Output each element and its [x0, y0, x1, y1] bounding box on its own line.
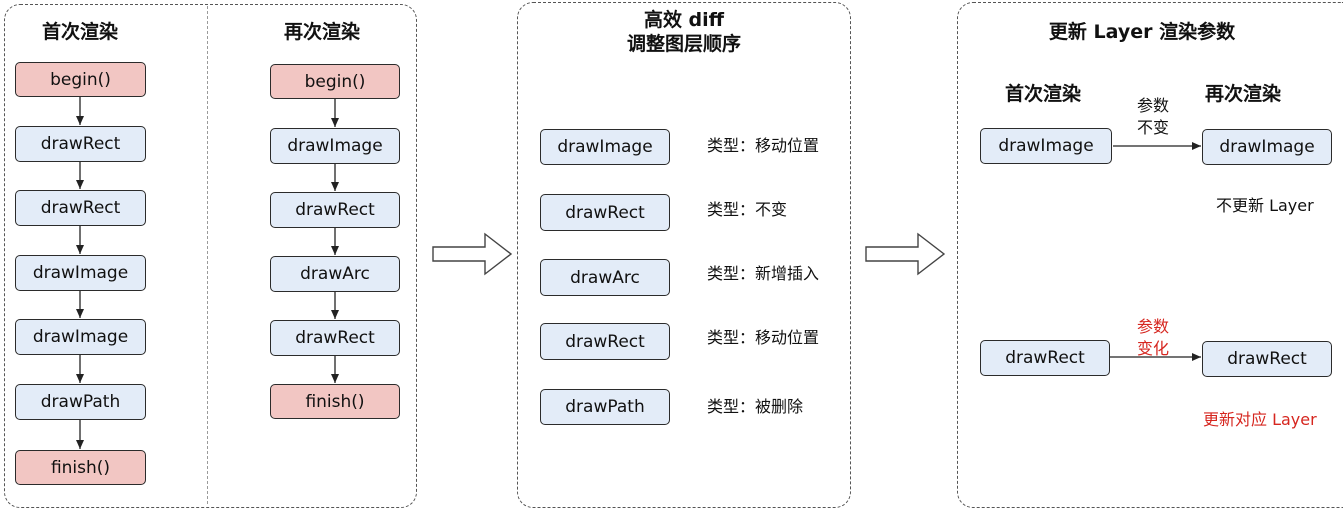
second-step-finish: finish()	[270, 384, 400, 419]
diff-op-draw-rect: drawRect	[540, 194, 670, 231]
hollow-right-arrow-icon	[432, 232, 513, 276]
first-step-draw-rect: drawRect	[15, 126, 146, 162]
case1-param-label: 参数	[1136, 96, 1169, 115]
diff-op-draw-arc: drawArc	[540, 259, 670, 296]
first-render-title: 首次渲染	[41, 21, 118, 43]
layer-first-col-title: 首次渲染	[1004, 83, 1081, 105]
diff-title-line2: 调整图层顺序	[626, 33, 741, 55]
diff-type-label: 类型：被删除	[707, 397, 804, 416]
diff-type-label: 类型：新增插入	[707, 264, 820, 283]
diff-type-label: 类型：移动位置	[707, 328, 820, 347]
case2-to-draw-rect: drawRect	[1202, 341, 1332, 377]
case2-result: 更新对应 Layer	[1203, 410, 1317, 429]
case1-from-draw-image: drawImage	[980, 128, 1112, 164]
first-step-finish: finish()	[15, 450, 146, 485]
second-render-title: 再次渲染	[283, 21, 360, 43]
panel-divider	[207, 6, 208, 504]
case1-result: 不更新 Layer	[1216, 196, 1314, 215]
second-step-draw-image: drawImage	[270, 128, 400, 164]
first-step-draw-image: drawImage	[15, 255, 146, 291]
diff-op-draw-path: drawPath	[540, 389, 670, 425]
first-step-begin: begin()	[15, 62, 146, 97]
diff-op-draw-rect: drawRect	[540, 323, 670, 360]
second-step-draw-arc: drawArc	[270, 256, 400, 292]
first-step-draw-path: drawPath	[15, 384, 146, 420]
case2-param-label: 变化	[1136, 339, 1169, 358]
diff-type-label: 类型：移动位置	[707, 136, 820, 155]
second-step-draw-rect: drawRect	[270, 192, 400, 228]
second-step-draw-rect: drawRect	[270, 320, 400, 356]
layer-update-panel	[957, 2, 1343, 508]
second-step-begin: begin()	[270, 64, 400, 99]
diff-type-label: 类型：不变	[707, 200, 788, 219]
hollow-right-arrow-icon	[865, 232, 946, 276]
render-compare-panel	[4, 4, 417, 508]
diff-op-draw-image: drawImage	[540, 129, 670, 165]
first-step-draw-rect: drawRect	[15, 190, 146, 226]
first-step-draw-image: drawImage	[15, 319, 146, 355]
case1-to-draw-image: drawImage	[1202, 129, 1332, 165]
diff-title-line1: 高效 diff	[643, 9, 725, 31]
diff-panel	[517, 2, 851, 508]
case2-from-draw-rect: drawRect	[980, 340, 1110, 376]
case2-param-label: 参数	[1136, 317, 1169, 336]
layer-second-col-title: 再次渲染	[1204, 83, 1281, 105]
layer-update-title: 更新 Layer 渲染参数	[1048, 21, 1236, 43]
case1-param-label: 不变	[1136, 118, 1169, 137]
